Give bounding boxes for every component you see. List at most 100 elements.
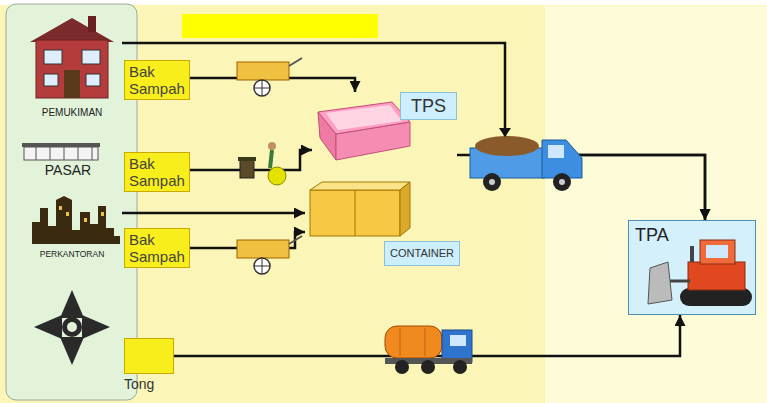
node-label: PASAR <box>45 162 91 178</box>
source-panel <box>6 4 137 400</box>
dump-truck <box>470 128 582 191</box>
city-icon <box>59 206 62 210</box>
tanker-truck <box>450 335 466 346</box>
node-label: PERKANTORAN <box>40 250 105 260</box>
dump-truck <box>548 145 564 158</box>
market-icon <box>22 143 100 147</box>
bulldozer-icon <box>670 280 690 283</box>
house-icon <box>44 74 58 86</box>
bulldozer-icon <box>690 246 694 262</box>
container-box <box>310 190 400 236</box>
tanker-truck <box>400 328 401 356</box>
container-box <box>310 182 410 190</box>
bulldozer-icon <box>648 240 752 306</box>
bin-box: Bak Sampah <box>124 228 190 268</box>
market-icon <box>78 147 79 160</box>
tps-tray <box>326 105 402 130</box>
tps-tray <box>318 102 410 134</box>
cart-icon <box>262 80 263 96</box>
tanker-truck <box>385 326 442 358</box>
cart-icon <box>262 258 263 274</box>
sweeper-icon <box>268 167 286 185</box>
market-icon <box>24 147 98 160</box>
dump-truck <box>559 179 565 185</box>
road-junction-icon <box>82 315 110 339</box>
bulldozer-icon <box>680 288 752 306</box>
drum-square <box>124 338 174 374</box>
bulldozer-icon <box>706 245 728 258</box>
container-box <box>400 182 410 236</box>
dump-truck <box>499 128 511 137</box>
sweeper-icon <box>268 142 276 150</box>
house-icon <box>64 70 80 98</box>
source-label-box: PASAR <box>18 140 118 178</box>
tanker-truck <box>395 360 409 374</box>
city-icon <box>32 196 120 244</box>
sweeper-icon <box>238 142 286 185</box>
container-box <box>355 190 356 236</box>
bulldozer-icon <box>688 262 745 290</box>
dump-truck <box>553 173 571 191</box>
node-label: Bak Sampah <box>129 155 185 189</box>
tps-node: TPS <box>312 92 457 162</box>
road-junction-icon <box>34 315 62 339</box>
tanker-truck <box>453 360 467 374</box>
bulldozer-icon <box>648 262 672 304</box>
flow-arrow <box>122 43 705 220</box>
house-icon <box>36 40 108 98</box>
road-junction-icon <box>62 317 82 337</box>
flow-arrow <box>122 212 305 215</box>
drum-box: Tong <box>124 338 174 392</box>
source-label-box: PEMUKIMAN <box>22 12 122 118</box>
container-box <box>310 182 410 236</box>
bin-box: Bak Sampah <box>124 60 190 100</box>
cart-icon <box>237 240 289 258</box>
cart-icon <box>254 258 270 274</box>
market-icon <box>92 147 93 160</box>
market-icon <box>50 147 51 160</box>
tps-tray <box>318 102 410 160</box>
tanker-truck <box>385 326 472 374</box>
cart-icon <box>237 62 289 80</box>
road-junction-icon <box>60 337 84 365</box>
cart-icon <box>237 58 302 96</box>
house-icon <box>30 16 114 98</box>
tpa-box: TPA <box>628 220 756 315</box>
house-icon <box>88 16 96 32</box>
road-junction-icon <box>34 290 110 365</box>
sweeper-icon <box>238 157 256 161</box>
house-icon <box>82 50 100 64</box>
title-bar <box>182 14 378 38</box>
node-label: Bak Sampah <box>129 231 185 265</box>
node-label: CONTAINER <box>384 241 460 266</box>
road-junction-icon <box>67 322 77 332</box>
node-label: PEMUKIMAN <box>42 107 103 119</box>
dump-truck <box>489 179 495 185</box>
dump-truck <box>483 173 501 191</box>
cart-icon <box>254 80 270 96</box>
dump-truck <box>475 136 539 156</box>
city-icon <box>101 212 104 216</box>
node-label: Tong <box>124 376 154 392</box>
city-icon <box>32 196 120 244</box>
bulldozer-icon <box>700 240 735 264</box>
market-icon <box>36 147 37 160</box>
container-node: CONTAINER <box>305 178 460 266</box>
cart-icon <box>289 58 302 66</box>
tanker-truck <box>421 360 435 374</box>
dump-truck <box>542 140 582 178</box>
house-icon <box>30 18 114 42</box>
bin-box: Bak Sampah <box>124 152 190 192</box>
node-label: TPA <box>629 221 675 249</box>
cart-icon <box>289 236 302 244</box>
house-icon <box>44 50 62 64</box>
tanker-truck <box>442 330 472 362</box>
cart-icon <box>237 236 302 274</box>
sweeper-icon <box>270 150 272 168</box>
tanker-truck <box>425 328 426 356</box>
light-panel <box>545 6 767 403</box>
